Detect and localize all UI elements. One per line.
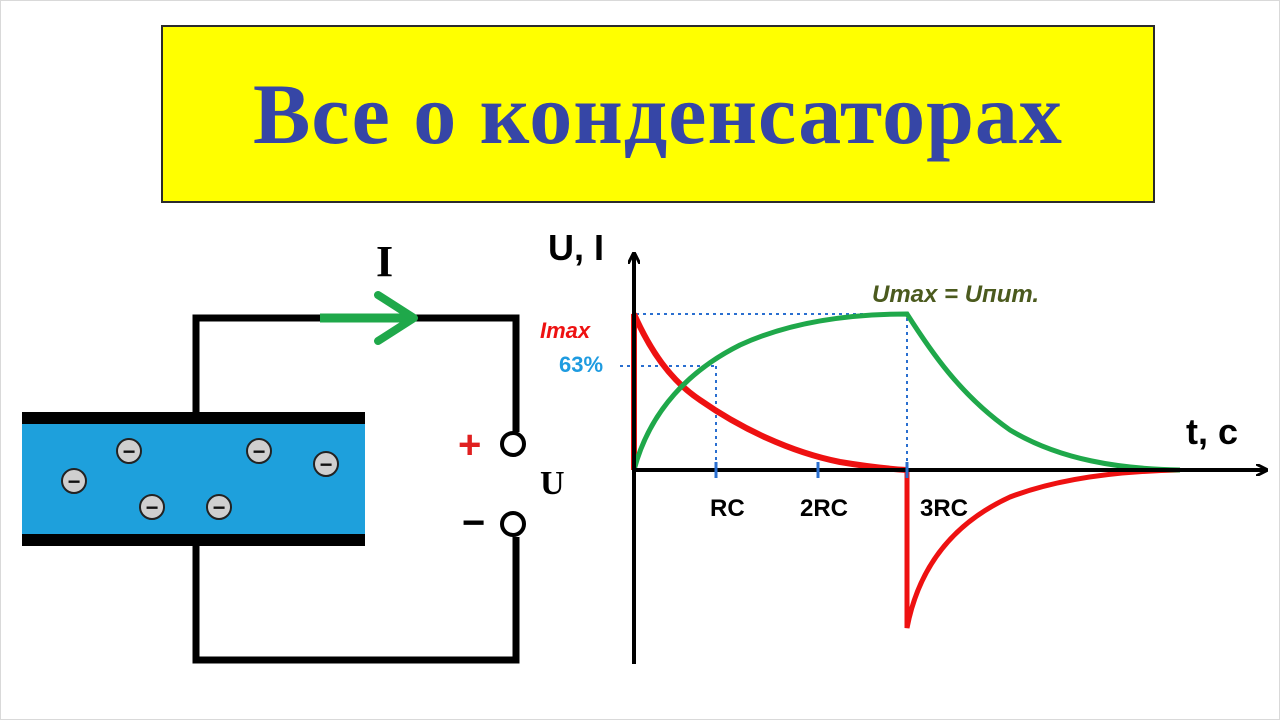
y-axis-label: U, I (548, 227, 604, 268)
charge-symbol: − (123, 439, 136, 464)
charge-discharge-graph: U, I t, c Imax 63% Umax = Uпит. RC 2RC 3… (540, 227, 1266, 664)
charge-symbol: − (68, 469, 81, 494)
x-axis-label: t, c (1186, 411, 1238, 452)
tick-label-rc: RC (710, 495, 745, 522)
percent-label: 63% (559, 352, 603, 377)
slide-title: Все о конденсаторах (253, 66, 1063, 162)
charge-symbol: − (146, 495, 159, 520)
charge-symbol: − (253, 439, 266, 464)
capacitor-top-plate (22, 412, 365, 424)
tick-label-2rc: 2RC (800, 495, 848, 522)
electron-icon: − (206, 494, 232, 520)
minus-sign: − (462, 501, 485, 545)
terminal-negative (500, 511, 526, 537)
charge-symbol: − (320, 452, 333, 477)
current-label: I (376, 237, 393, 286)
electron-icon: − (246, 438, 272, 464)
terminal-positive (500, 431, 526, 457)
electron-icon: − (61, 468, 87, 494)
discharge-current-curve (904, 467, 1181, 629)
current-curve (631, 312, 908, 473)
voltage-curve (631, 311, 1181, 473)
electron-charges: − − − − − − (61, 438, 339, 520)
umax-label: Umax = Uпит. (872, 281, 1039, 308)
electron-icon: − (139, 494, 165, 520)
imax-label: Imax (540, 318, 591, 343)
tick-label-3rc: 3RC (920, 495, 968, 522)
capacitor-bottom-plate (22, 534, 365, 546)
electron-icon: − (313, 451, 339, 477)
plus-sign: + (458, 423, 481, 467)
voltage-label: U (540, 465, 565, 502)
charge-symbol: − (213, 495, 226, 520)
title-banner: Все о конденсаторах (161, 25, 1155, 203)
electron-icon: − (116, 438, 142, 464)
current-arrow (320, 291, 418, 345)
wire-bottom (192, 537, 520, 664)
circuit-schematic: I U + − − − − − − − (22, 237, 565, 664)
